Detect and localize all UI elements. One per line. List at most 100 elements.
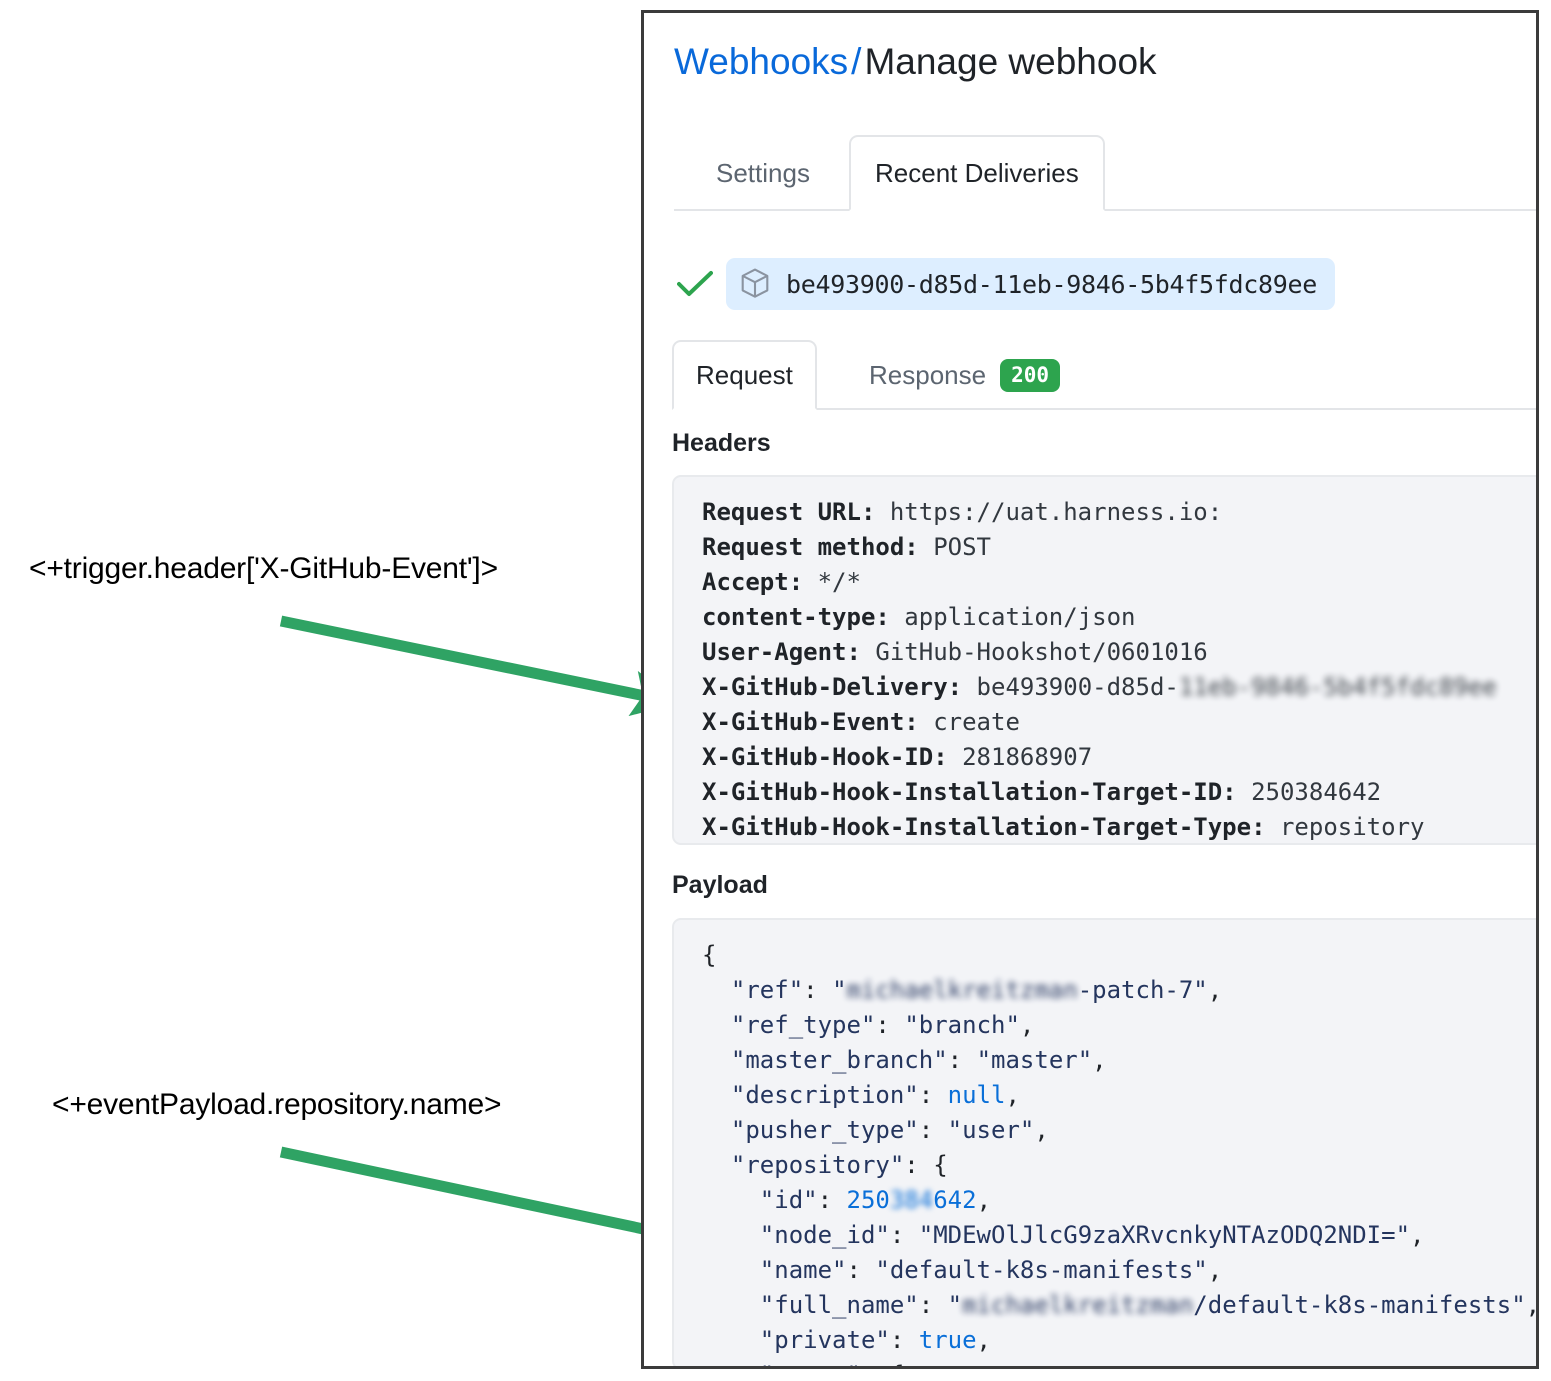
package-icon — [740, 268, 770, 300]
breadcrumb-link-webhooks[interactable]: Webhooks — [674, 41, 849, 82]
header-key: Request method: — [702, 533, 919, 561]
payload-section-title: Payload — [672, 871, 768, 899]
json-value: -patch-7 — [1077, 976, 1194, 1004]
json-value: 250 — [846, 1186, 890, 1214]
header-row: Request method: POST — [702, 530, 1536, 565]
header-value: POST — [933, 533, 991, 561]
redacted-username: michaelkreitzman — [962, 1291, 1194, 1319]
header-value: be493900-d85d- — [976, 673, 1179, 701]
json-value: default-k8s-manifests — [889, 1256, 1194, 1284]
json-key: "private" — [759, 1326, 890, 1354]
header-key: X-GitHub-Delivery: — [702, 673, 963, 701]
breadcrumb-separator: / — [851, 41, 862, 82]
json-brace: { — [702, 941, 717, 969]
check-icon — [674, 270, 716, 298]
header-value: create — [933, 708, 1020, 736]
redacted-delivery-id: 11eb-9846-5b4f5fdc89ee — [1178, 673, 1497, 701]
header-key: Request URL: — [702, 498, 876, 526]
annotation-label-trigger-header: <+trigger.header['X-GitHub-Event']> — [29, 552, 498, 585]
header-value: GitHub-Hookshot/0601016 — [875, 638, 1208, 666]
github-webhook-panel: Webhooks/Manage webhook Settings Recent … — [641, 10, 1539, 1369]
json-value: master — [991, 1046, 1078, 1074]
json-brace: { — [890, 1361, 904, 1366]
json-key: "ref_type" — [730, 1011, 876, 1039]
payload-line: "master_branch": "master", — [730, 1046, 1107, 1074]
webhook-tabs: Settings Recent Deliveries — [674, 133, 1536, 211]
redacted-repo-id: 384 — [889, 1186, 934, 1214]
header-key: X-GitHub-Hook-ID: — [702, 743, 948, 771]
payload-code-box: { "ref": "michaelkreitzman-patch-7", "re… — [672, 918, 1536, 1366]
tab-response[interactable]: Response 200 — [847, 340, 1082, 410]
header-value: 281868907 — [962, 743, 1093, 771]
json-key: "id" — [759, 1186, 818, 1214]
payload-line: "pusher_type": "user", — [730, 1116, 1049, 1144]
arrow-to-x-github-event — [279, 615, 679, 717]
header-key: X-GitHub-Hook-Installation-Target-Type: — [702, 813, 1266, 841]
header-key: Accept: — [702, 568, 804, 596]
header-value: application/json — [904, 603, 1136, 631]
json-key: "name" — [759, 1256, 847, 1284]
tab-request-label: Request — [696, 359, 793, 390]
json-key: "description" — [730, 1081, 919, 1109]
header-key: X-GitHub-Hook-Installation-Target-ID: — [702, 778, 1237, 806]
payload-line: "repository": { — [730, 1151, 948, 1179]
header-value: */* — [817, 568, 861, 596]
status-badge: 200 — [1000, 358, 1061, 392]
header-value: repository — [1279, 813, 1425, 841]
header-value: 250384642 — [1251, 778, 1382, 806]
payload-line: "node_id": "MDEwOlJlcG9zaXRvcnkyNTAzODQ2… — [759, 1221, 1425, 1249]
json-value-suffix: 642 — [933, 1186, 977, 1214]
json-key: "owner" — [760, 1361, 861, 1366]
tab-request[interactable]: Request — [672, 340, 817, 410]
header-row: Accept: */* — [702, 565, 1536, 600]
json-value: /default-k8s-manifests — [1193, 1291, 1512, 1319]
json-value: null — [947, 1081, 1006, 1109]
json-brace: { — [933, 1151, 948, 1179]
payload-line: "name": "default-k8s-manifests", — [759, 1256, 1223, 1284]
header-row: X-GitHub-Hook-Installation-Target-Type: … — [702, 810, 1536, 843]
header-key: X-GitHub-Event: — [702, 708, 919, 736]
redacted-username: michaelkreitzman — [846, 976, 1078, 1004]
header-row: X-GitHub-Delivery: be493900-d85d-11eb-98… — [702, 670, 1536, 705]
header-row: Request URL: https://uat.harness.io: — [702, 495, 1536, 530]
json-key: "repository" — [730, 1151, 905, 1179]
delivery-id-chip[interactable]: be493900-d85d-11eb-9846-5b4f5fdc89ee — [726, 258, 1336, 310]
arrow-to-repository-name — [279, 1146, 734, 1262]
tab-settings[interactable]: Settings — [716, 157, 810, 188]
request-response-tabs: Request Response 200 — [672, 338, 1536, 410]
json-value: user — [962, 1116, 1020, 1144]
payload-line: "ref": "michaelkreitzman-patch-7", — [702, 973, 1536, 1008]
breadcrumb: Webhooks/Manage webhook — [674, 40, 1157, 84]
header-row: X-GitHub-Hook-ID: 281868907 — [702, 740, 1536, 775]
payload-line: "owner": { — [702, 1358, 1536, 1366]
delivery-row: be493900-d85d-11eb-9846-5b4f5fdc89ee — [674, 258, 1336, 310]
json-key: "ref" — [730, 976, 804, 1004]
tab-recent-deliveries[interactable]: Recent Deliveries — [849, 135, 1105, 211]
tab-response-label: Response — [869, 359, 987, 390]
payload-line: "private": true, — [759, 1326, 991, 1354]
header-value: https://uat.harness.io: — [889, 498, 1223, 526]
headers-section-title: Headers — [672, 429, 771, 457]
header-key: content-type: — [702, 603, 890, 631]
header-row: X-GitHub-Hook-Installation-Target-ID: 25… — [702, 775, 1536, 810]
payload-line: "full_name": "michaelkreitzman/default-k… — [702, 1288, 1536, 1323]
json-key: "master_branch" — [730, 1046, 948, 1074]
json-value: MDEwOlJlcG9zaXRvcnkyNTAzODQ2NDI= — [933, 1221, 1396, 1249]
json-value: branch — [918, 1011, 1006, 1039]
header-row: content-type: application/json — [702, 600, 1536, 635]
annotation-label-event-payload: <+eventPayload.repository.name> — [52, 1088, 502, 1121]
delivery-id-text: be493900-d85d-11eb-9846-5b4f5fdc89ee — [786, 269, 1318, 299]
payload-line: "id": 250384642, — [702, 1183, 1536, 1218]
json-key: "node_id" — [759, 1221, 890, 1249]
payload-line: "ref_type": "branch", — [730, 1011, 1035, 1039]
payload-line: { — [702, 938, 1536, 973]
page-title: Manage webhook — [864, 41, 1157, 82]
header-row: X-GitHub-Event: create — [702, 705, 1536, 740]
json-value: true — [918, 1326, 977, 1354]
payload-line: "description": null, — [730, 1081, 1020, 1109]
json-key: "full_name" — [759, 1291, 919, 1319]
header-row: User-Agent: GitHub-Hookshot/0601016 — [702, 635, 1536, 670]
headers-code-box: Request URL: https://uat.harness.io: Req… — [672, 475, 1536, 845]
header-key: User-Agent: — [702, 638, 861, 666]
json-key: "pusher_type" — [730, 1116, 919, 1144]
